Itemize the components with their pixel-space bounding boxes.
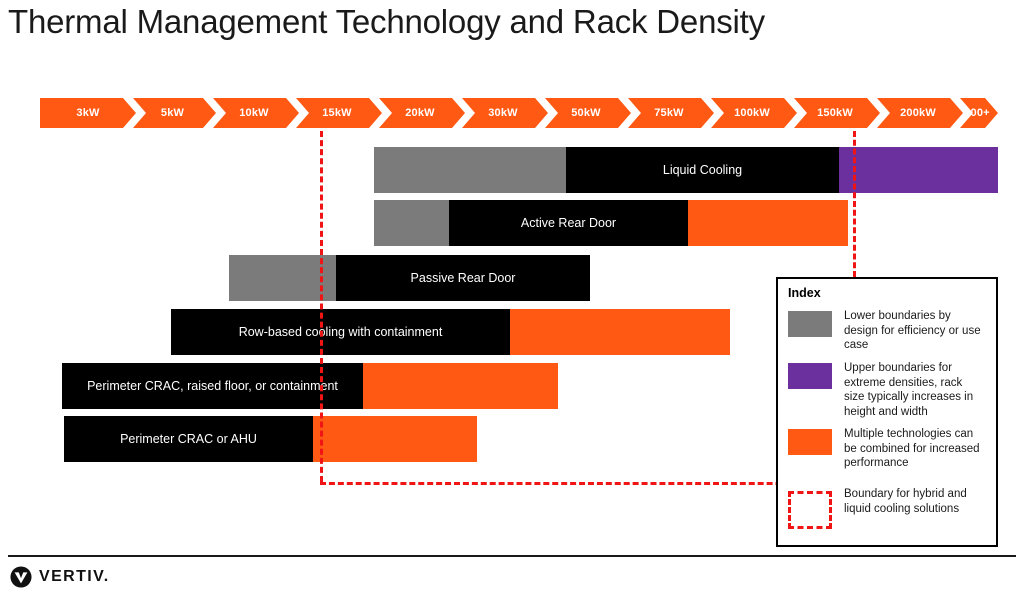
- bar-segment-orange: [510, 309, 730, 355]
- bar-segment-orange: [688, 200, 848, 246]
- scale-step-label: 30kW: [488, 107, 518, 119]
- scale-step-label: 100kW: [734, 107, 770, 119]
- legend-swatch-orange: [788, 429, 832, 455]
- scale-step-label: 5kW: [160, 107, 185, 119]
- page-title: Thermal Management Technology and Rack D…: [8, 3, 765, 40]
- scale-step-label: 75kW: [654, 107, 684, 119]
- legend-swatch-grey: [788, 311, 832, 337]
- vertiv-logo: VERTIV.: [10, 566, 110, 588]
- legend-label: Boundary for hybrid and liquid cooling s…: [844, 488, 967, 515]
- legend-item: Multiple technologies can be combined fo…: [788, 427, 984, 471]
- scale-step-label: 3kW: [76, 107, 100, 119]
- vertiv-logo-icon: [10, 566, 32, 588]
- scale-step-label: 200kW: [900, 107, 936, 119]
- scale-step-label: 50kW: [571, 107, 601, 119]
- scale-step-15kw[interactable]: 15kW: [296, 98, 382, 128]
- boundary-line-200kw: [853, 131, 856, 277]
- scale-step-200kw[interactable]: 200kW: [877, 98, 963, 128]
- bar-segment-black: [566, 147, 839, 193]
- bar-segment-grey: [229, 255, 336, 301]
- legend-swatch-dashed: [788, 491, 832, 529]
- scale-step-100kw[interactable]: 100kW: [711, 98, 797, 128]
- bar-segment-black: [62, 363, 363, 409]
- scale-step-label: 20kW: [405, 107, 435, 119]
- bar-segment-orange: [313, 416, 477, 462]
- scale-step-30kw[interactable]: 30kW: [462, 98, 548, 128]
- technology-bar[interactable]: Perimeter CRAC, raised floor, or contain…: [0, 363, 1024, 409]
- bar-segment-black: [449, 200, 688, 246]
- technology-bar[interactable]: Active Rear Door: [0, 200, 1024, 246]
- technology-bar[interactable]: Liquid Cooling: [0, 147, 1024, 193]
- bar-segment-grey: [374, 147, 566, 193]
- boundary-line-15kw: [320, 131, 323, 482]
- scale-step-label: 200+: [964, 107, 990, 119]
- bar-segment-purple: [839, 147, 998, 193]
- scale-step-200+[interactable]: 200+: [960, 98, 998, 128]
- footer-divider: [8, 555, 1016, 557]
- scale-step-label: 10kW: [239, 107, 269, 119]
- scale-step-5kw[interactable]: 5kW: [133, 98, 216, 128]
- legend-item: Boundary for hybrid and liquid cooling s…: [788, 487, 984, 529]
- bar-segment-black: [336, 255, 590, 301]
- rack-density-scale: 3kW 5kW 10kW 15kW 20kW 30kW 50kW 75kW 100kW 150kW…: [40, 98, 998, 128]
- legend-swatch-purple: [788, 363, 832, 389]
- index-title: Index: [788, 286, 821, 300]
- boundary-line-bottom: [320, 482, 853, 485]
- scale-step-50kw[interactable]: 50kW: [545, 98, 631, 128]
- scale-step-label: 150kW: [817, 107, 853, 119]
- legend-item: Lower boundaries by design for efficienc…: [788, 309, 984, 353]
- legend-label: Upper boundaries for extreme densities, …: [844, 362, 974, 418]
- bar-segment-black: [171, 309, 510, 355]
- legend-item: Upper boundaries for extreme densities, …: [788, 361, 984, 419]
- scale-step-150kw[interactable]: 150kW: [794, 98, 880, 128]
- bar-segment-orange: [363, 363, 558, 409]
- legend-label: Multiple technologies can be combined fo…: [844, 428, 980, 469]
- bar-segment-grey: [374, 200, 449, 246]
- scale-step-10kw[interactable]: 10kW: [213, 98, 299, 128]
- scale-step-75kw[interactable]: 75kW: [628, 98, 714, 128]
- vertiv-wordmark: VERTIV.: [39, 568, 110, 585]
- index-legend: Index Lower boundaries by design for eff…: [776, 277, 998, 547]
- legend-label: Lower boundaries by design for efficienc…: [844, 310, 981, 351]
- scale-step-label: 15kW: [322, 107, 352, 119]
- bar-segment-black: [64, 416, 313, 462]
- scale-step-20kw[interactable]: 20kW: [379, 98, 465, 128]
- scale-step-3kw[interactable]: 3kW: [40, 98, 136, 128]
